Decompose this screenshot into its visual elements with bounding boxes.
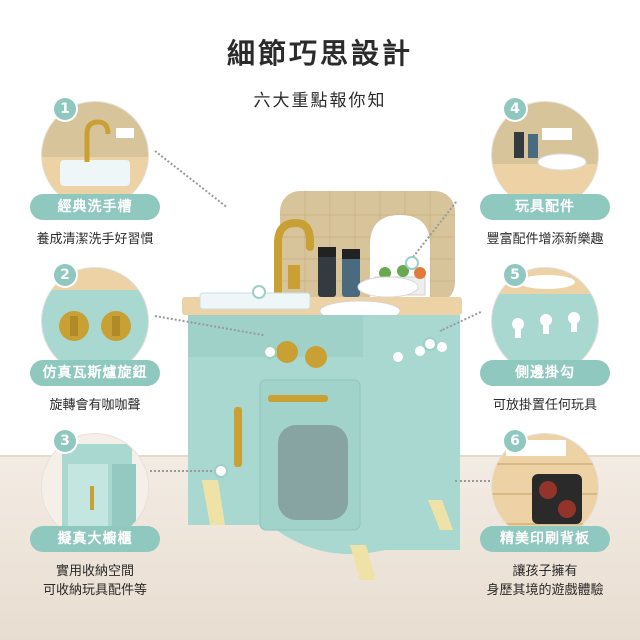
feature-1-label: 經典洗手槽 [30, 194, 160, 220]
feature-4-number: 4 [504, 98, 526, 120]
hotspot-accessories[interactable] [405, 256, 419, 270]
hotspot-cabinet[interactable] [214, 464, 228, 478]
feature-3-label: 擬真大櫥櫃 [30, 526, 160, 552]
feature-6-label: 精美印刷背板 [480, 526, 610, 552]
feature-6-photo [492, 434, 598, 540]
feature-5-label: 側邊掛勾 [480, 360, 610, 386]
feature-card-3: 3 擬真大櫥櫃 實用收納空間 可收納玩具配件等 [20, 430, 170, 614]
feature-5-desc: 可放掛置任何玩具 [492, 398, 597, 413]
connector-line-3 [150, 470, 220, 472]
feature-card-5: 5 側邊掛勾 可放掛置任何玩具 [470, 264, 620, 448]
feature-6-number: 6 [504, 430, 526, 452]
feature-2-label: 仿真瓦斯爐旋鈕 [30, 360, 160, 386]
toy-kitchen-illustration [182, 191, 462, 580]
feature-3-number: 3 [54, 430, 76, 452]
feature-5-photo [492, 268, 598, 374]
feature-3-desc: 實用收納空間 可收納玩具配件等 [42, 564, 147, 598]
feature-5-number: 5 [504, 264, 526, 286]
hotspot-sink[interactable] [252, 285, 266, 299]
page-title: 細節巧思設計 [226, 37, 413, 70]
feature-4-label: 玩具配件 [480, 194, 610, 220]
feature-card-4: 4 玩具配件 豐富配件增添新樂趣 [470, 98, 620, 282]
feature-2-photo [42, 268, 148, 374]
feature-card-1: 1 經典洗手槽 養成清潔洗手好習慣 [20, 98, 170, 282]
page-subtitle: 六大重點報你知 [253, 91, 387, 111]
feature-1-desc: 養成清潔洗手好習慣 [36, 232, 154, 247]
hotspot-hooks[interactable] [423, 337, 437, 351]
feature-3-photo [42, 434, 148, 540]
feature-card-6: 6 精美印刷背板 讓孩子擁有 身歷其境的遊戲體驗 [470, 430, 620, 614]
feature-6-desc: 讓孩子擁有 身歷其境的遊戲體驗 [486, 564, 604, 598]
connector-line-6 [455, 480, 490, 482]
feature-2-number: 2 [54, 264, 76, 286]
feature-1-number: 1 [54, 98, 76, 120]
feature-4-desc: 豐富配件增添新樂趣 [486, 232, 604, 247]
feature-2-desc: 旋轉會有咖咖聲 [49, 398, 141, 413]
feature-card-2: 2 仿真瓦斯爐旋鈕 旋轉會有咖咖聲 [20, 264, 170, 448]
hotspot-knob[interactable] [263, 345, 277, 359]
